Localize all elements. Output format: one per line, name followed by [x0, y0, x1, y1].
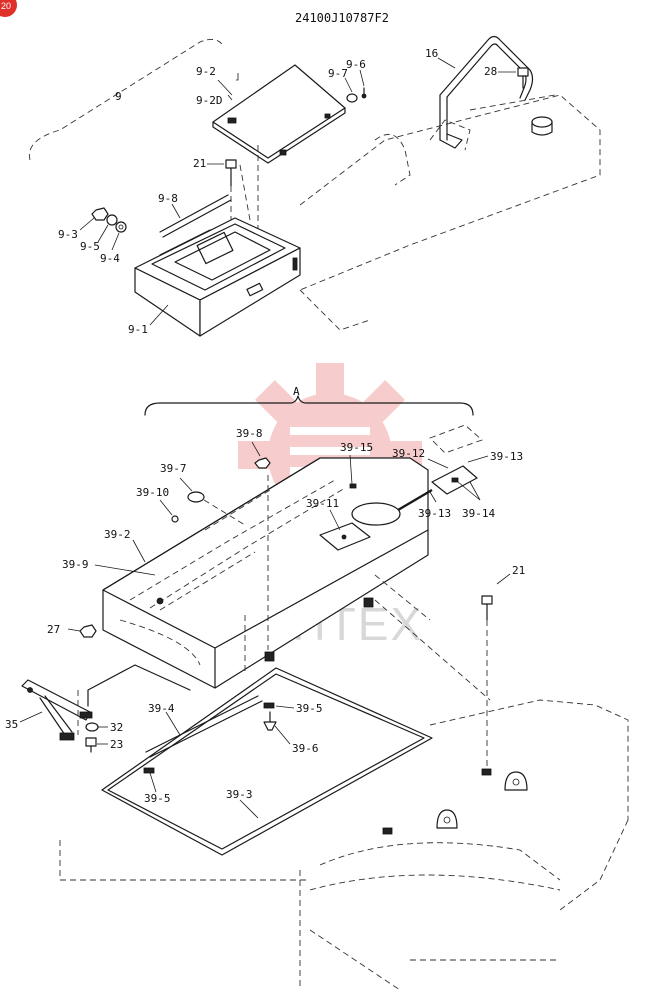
label-35: 35 [5, 718, 18, 731]
bolt-21-upper [225, 159, 237, 187]
filler-cap [531, 116, 553, 136]
plug-39-10 [171, 515, 179, 523]
label-39-6: 39-6 [292, 742, 319, 755]
label-39-9: 39-9 [62, 558, 89, 571]
washer-9-7 [346, 93, 358, 103]
mount-tab-1 [481, 768, 492, 776]
bolt-28 [517, 67, 529, 89]
label-9-2: 9-2 [196, 65, 216, 78]
group-9-bracket [28, 39, 223, 161]
machine-body-outline [299, 94, 601, 331]
label-9-5: 9-5 [80, 240, 100, 253]
label-39-13-bottom: 39-13 [418, 507, 451, 520]
label-16: 16 [425, 47, 438, 60]
bolt-23 [85, 737, 97, 753]
label-9-1: 9-1 [128, 323, 148, 336]
label-9-8: 9-8 [158, 192, 178, 205]
mount-knob-2 [436, 809, 458, 829]
label-39-10: 39-10 [136, 486, 169, 499]
drawing-number: 24100J10787F2 [295, 11, 389, 25]
leader-9-2 [236, 73, 239, 81]
label-9-3: 9-3 [58, 228, 78, 241]
label-39-7: 39-7 [160, 462, 187, 475]
handrail [439, 35, 534, 149]
clip-39-5-lower [143, 767, 155, 774]
grommet-39-7 [187, 491, 205, 503]
rod-9-8 [159, 194, 232, 238]
label-9-2D: 9-2D [196, 94, 223, 107]
corner-badge-text: 20 [1, 1, 11, 11]
label-21-lower: 21 [512, 564, 525, 577]
seal-frame-39-3 [101, 667, 433, 856]
bolt-21-lower [481, 595, 493, 621]
washer-9-5 [106, 214, 118, 226]
label-39-8: 39-8 [236, 427, 263, 440]
label-32: 32 [110, 721, 123, 734]
nut-27 [79, 624, 97, 638]
label-39-4: 39-4 [148, 702, 175, 715]
label-39-11: 39-11 [306, 497, 339, 510]
washer-32 [85, 722, 99, 732]
label-39-13-top: 39-13 [490, 450, 523, 463]
label-23: 23 [110, 738, 123, 751]
seal-strip-39-4 [145, 695, 263, 758]
screw-39-6 [263, 711, 277, 731]
label-9-6: 9-6 [346, 58, 366, 71]
gasket-39-12 [429, 424, 483, 454]
nut-9-3 [91, 207, 109, 221]
mount-knob-1 [504, 771, 528, 791]
label-39-3: 39-3 [226, 788, 253, 801]
label-39-5-lower: 39-5 [144, 792, 171, 805]
label-39-12: 39-12 [392, 447, 425, 460]
clip-39-15 [349, 483, 357, 489]
nut-39-8 [254, 457, 271, 469]
clip-39-5-upper [263, 702, 275, 709]
label-39-15: 39-15 [340, 441, 373, 454]
stay-35 [21, 679, 93, 741]
group-A-label: A [293, 385, 300, 398]
label-39-5-upper: 39-5 [296, 702, 323, 715]
label-28: 28 [484, 65, 497, 78]
label-9-7: 9-7 [328, 67, 348, 80]
machine-lower-outline [59, 690, 629, 991]
group-A-bracket [144, 395, 474, 416]
label-21-upper: 21 [193, 157, 206, 170]
engine-hood [102, 457, 433, 689]
corner-badge: 20 [0, 0, 17, 17]
pin-9-6 [361, 87, 367, 99]
washer-9-4 [115, 221, 127, 233]
mount-tab-2 [382, 827, 393, 835]
label-39-2: 39-2 [104, 528, 131, 541]
label-27: 27 [47, 623, 60, 636]
hood-opening [351, 502, 401, 526]
cover-plate [212, 64, 346, 164]
label-9-4: 9-4 [100, 252, 120, 265]
box-9-1 [134, 217, 301, 337]
label-39-14: 39-14 [462, 507, 495, 520]
group-9-label: 9 [115, 90, 122, 103]
